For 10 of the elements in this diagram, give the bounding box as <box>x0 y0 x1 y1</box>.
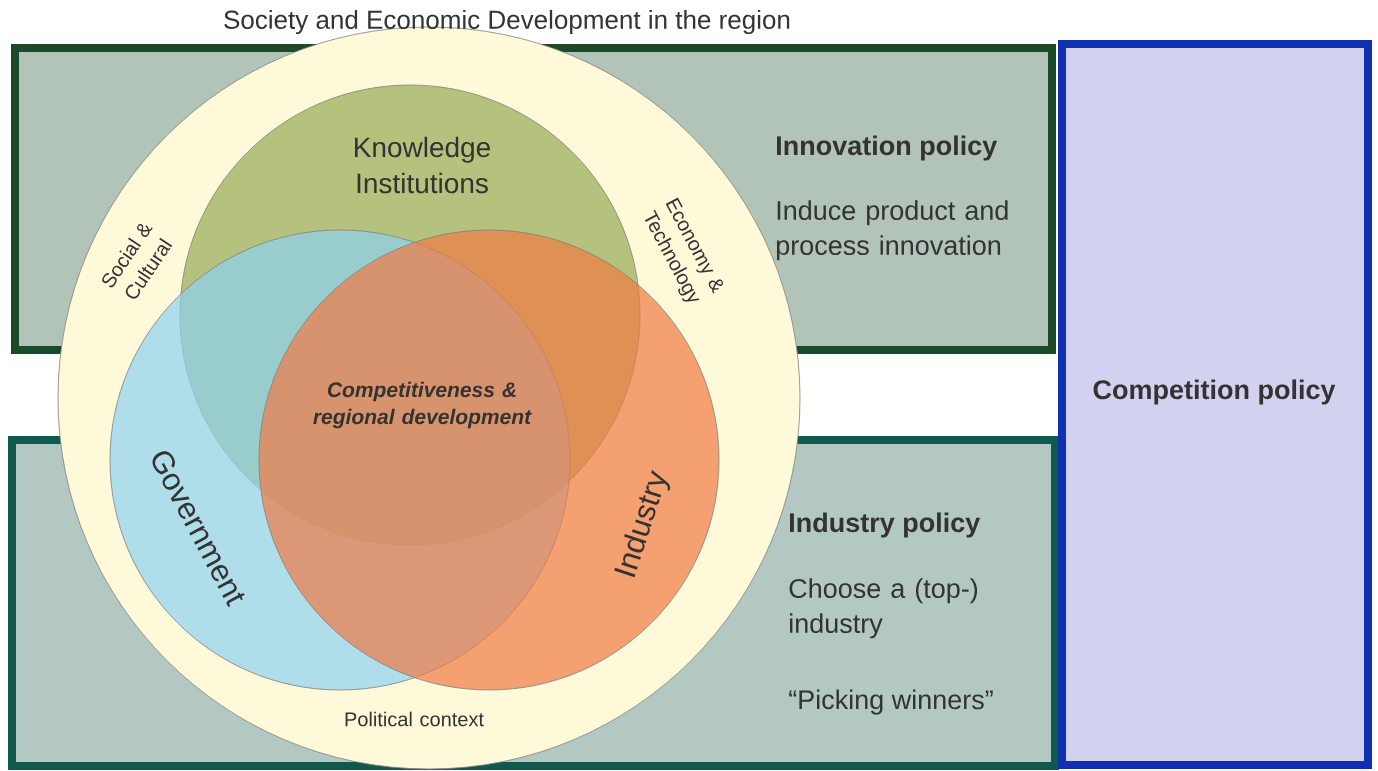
body-text: Choose a (top-) industry <box>789 578 978 639</box>
circle-label: Knowledge Institutions <box>355 136 490 194</box>
heading-text: Innovation policy <box>777 135 998 161</box>
body-text: Induce product and process innovation <box>776 200 1008 261</box>
body-text: “Picking winners” <box>789 689 993 715</box>
heading-text: Industry policy <box>790 512 981 538</box>
center-label: Competitiveness & regional development <box>313 381 532 429</box>
policy-title: Competition policy <box>1093 379 1336 405</box>
title: Society and Economic Development in the region <box>224 9 790 35</box>
context-label: Political context <box>345 711 484 727</box>
